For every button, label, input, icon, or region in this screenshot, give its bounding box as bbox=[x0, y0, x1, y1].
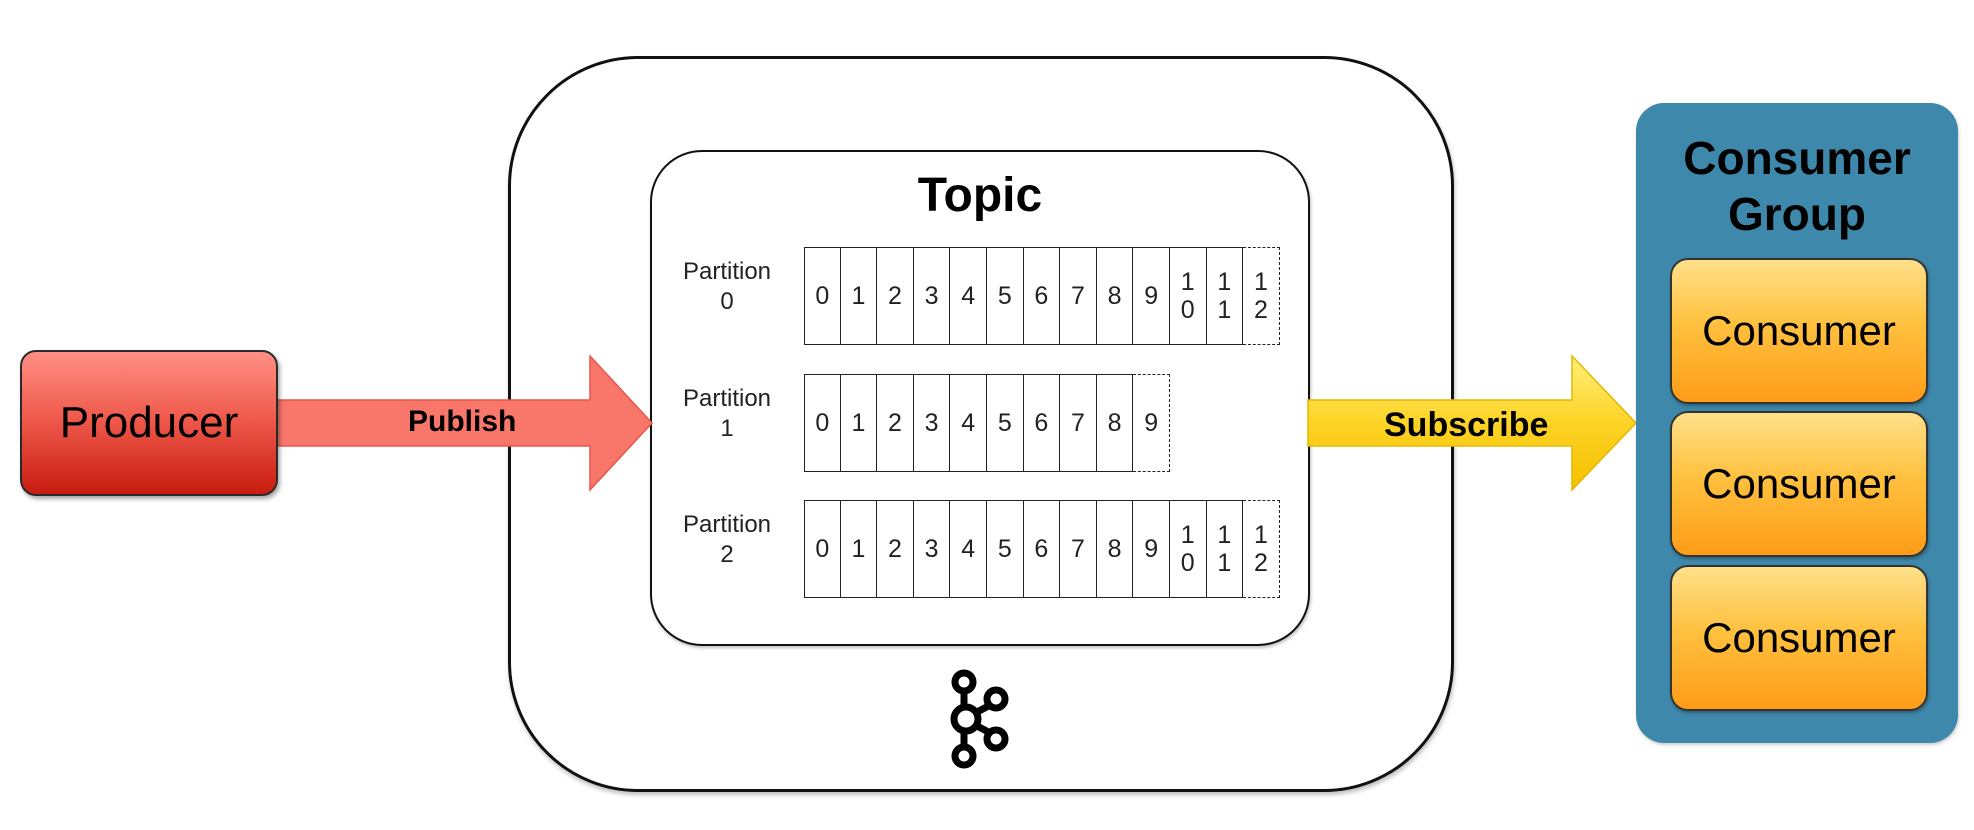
publish-arrow bbox=[269, 354, 654, 492]
consumer-label: Consumer bbox=[1702, 307, 1896, 354]
offset-cell: 2 bbox=[877, 500, 914, 598]
consumer-box: Consumer bbox=[1670, 565, 1928, 711]
publish-label: Publish bbox=[408, 405, 517, 438]
offset-cell: 2 bbox=[877, 247, 914, 345]
offset-cell: 2 bbox=[877, 374, 914, 472]
offset-cell: 7 bbox=[1060, 500, 1097, 598]
offset-cell: 5 bbox=[986, 500, 1024, 598]
offset-cell: 5 bbox=[986, 247, 1024, 345]
offset-cell: 7 bbox=[1060, 247, 1097, 345]
kafka-logo-icon bbox=[950, 669, 1009, 769]
offset-cell: 3 bbox=[913, 374, 951, 472]
subscribe-arrow bbox=[1307, 354, 1638, 492]
offset-cell: 0 bbox=[804, 374, 841, 472]
consumer-box: Consumer bbox=[1670, 411, 1928, 557]
offset-cell: 6 bbox=[1023, 500, 1061, 598]
consumer-label: Consumer bbox=[1702, 614, 1896, 661]
offset-cell: 8 bbox=[1096, 247, 1134, 345]
offset-cell: 8 bbox=[1096, 374, 1134, 472]
producer-box: Producer bbox=[20, 350, 278, 496]
producer-label: Producer bbox=[59, 398, 239, 447]
offset-cell: 8 bbox=[1096, 500, 1134, 598]
subscribe-label: Subscribe bbox=[1384, 406, 1549, 444]
offset-cell: 9 bbox=[1133, 247, 1170, 345]
offset-cell: 3 bbox=[913, 500, 951, 598]
offset-cell: 5 bbox=[986, 374, 1024, 472]
offset-cell: 1 bbox=[840, 247, 878, 345]
offset-cell: 4 bbox=[950, 247, 987, 345]
offset-cell: 6 bbox=[1023, 247, 1061, 345]
offset-cell: 6 bbox=[1023, 374, 1061, 472]
offset-cell: 0 bbox=[804, 247, 841, 345]
next-offset-cell: 9 bbox=[1133, 374, 1170, 472]
offset-cell: 7 bbox=[1060, 374, 1097, 472]
offset-cell: 4 bbox=[950, 374, 987, 472]
consumer-box: Consumer bbox=[1670, 258, 1928, 404]
offset-cell: 1 bbox=[840, 374, 878, 472]
offset-cell: 4 bbox=[950, 500, 987, 598]
offset-cell: 9 bbox=[1133, 500, 1170, 598]
topic-title: Topic bbox=[917, 169, 1043, 222]
offset-cell: 1 bbox=[840, 500, 878, 598]
offset-cell: 3 bbox=[913, 247, 951, 345]
offset-cell: 0 bbox=[804, 500, 841, 598]
consumer-label: Consumer bbox=[1702, 460, 1896, 507]
